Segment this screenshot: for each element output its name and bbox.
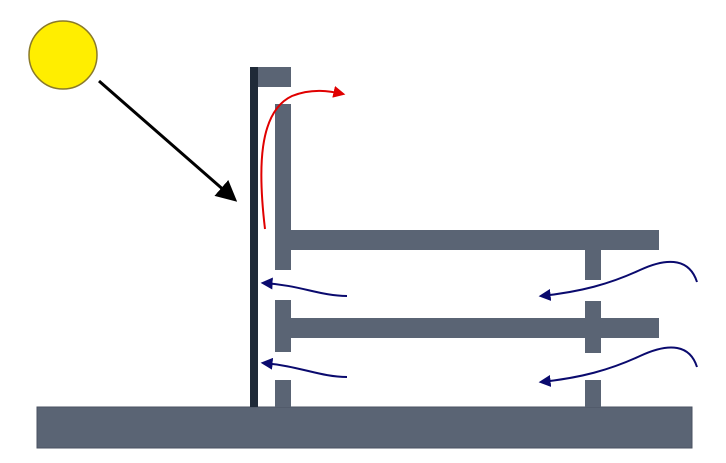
sun-icon (28, 20, 98, 90)
cool-air-lower-right-curved-arrow-icon (538, 346, 698, 387)
inner-wall-upper (275, 104, 291, 270)
right-column-middle (585, 301, 601, 353)
hot-air-curved-arrow-icon (260, 85, 346, 230)
cool-air-upper-left-curved-arrow-icon (260, 277, 348, 297)
right-column-lower (585, 380, 601, 407)
inner-wall-lower (275, 380, 291, 407)
inner-wall-middle (275, 300, 291, 352)
chimney-glass-wall (250, 67, 258, 407)
middle-floor-slab (291, 318, 659, 338)
cool-air-upper-right-curved-arrow-icon (538, 261, 698, 301)
right-column-upper (585, 230, 601, 280)
upper-floor-slab (291, 230, 659, 250)
chimney-top-cap (258, 67, 291, 87)
solar-ray-arrow-icon (98, 79, 238, 202)
cool-air-lower-left-curved-arrow-icon (260, 357, 348, 378)
ground-slab (36, 406, 693, 449)
